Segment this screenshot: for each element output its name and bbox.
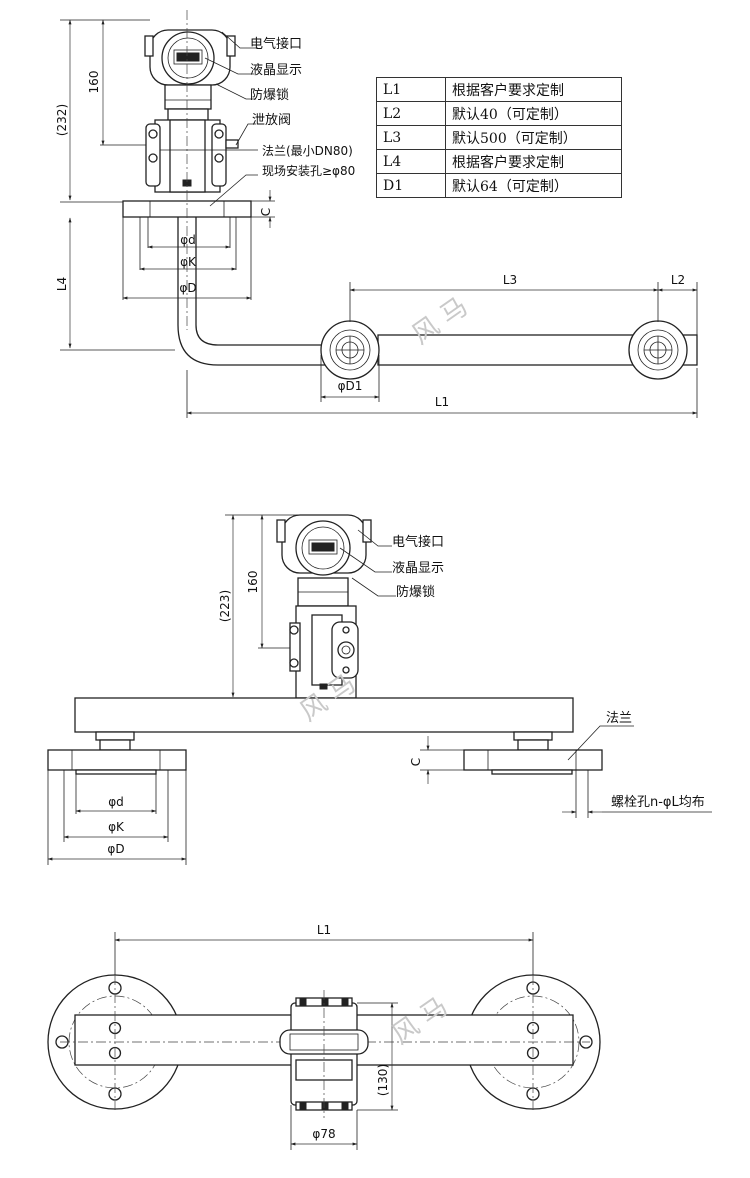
dim-label-height: (130)	[376, 1064, 390, 1096]
sensor-module	[145, 108, 239, 193]
spec-code: D1	[376, 173, 446, 198]
flange-left	[47, 731, 187, 775]
callout-lcd-display: 液晶显示	[250, 63, 302, 78]
dim-label-c: C	[259, 208, 273, 216]
dim-label-bigd: φD	[179, 281, 196, 295]
callout-flange: 法兰	[606, 711, 632, 726]
dim-label-height: 160	[87, 71, 101, 94]
spec-code: L2	[376, 101, 446, 126]
callout-explosion-proof-lock: 防爆锁	[396, 584, 435, 600]
spec-code: L3	[376, 125, 446, 150]
dim-label-d: φd	[180, 233, 196, 247]
callout-lcd-display: 液晶显示	[392, 561, 444, 576]
dim-label-l2: L2	[671, 273, 685, 287]
callouts-view-2: 电气接口 液晶显示 防爆锁 法兰	[339, 529, 634, 761]
callout-explosion-proof-lock: 防爆锁	[250, 87, 289, 103]
diaphragm-seal-left	[320, 320, 380, 380]
spec-desc: 根据客户要求定制	[445, 77, 622, 102]
sensor-module	[289, 605, 359, 699]
callouts-view-1: 电气接口 液晶显示 防爆锁 泄放阀 法兰(最小DN80) 现场安装孔≥φ80	[160, 31, 355, 207]
view-2-front-elevation: (223) 160	[47, 514, 712, 865]
diaphragm-seal-right	[628, 320, 688, 380]
dim-label-k: φK	[180, 255, 197, 269]
callout-bleed-valve: 泄放阀	[252, 113, 291, 128]
dim-label-l1: L1	[435, 395, 449, 409]
dim-label-d1: φD1	[338, 379, 363, 393]
callout-flange-min-dn80: 法兰(最小DN80)	[262, 144, 353, 158]
dim-label-l4: L4	[55, 277, 69, 291]
dim-label-c: C	[409, 758, 423, 766]
dim-label-d: φd	[108, 795, 124, 809]
transmitter-head	[276, 514, 372, 607]
dim-label-bigd: φD	[107, 842, 124, 856]
callout-mounting-hole: 现场安装孔≥φ80	[262, 163, 355, 178]
dim-label-height: 160	[246, 571, 260, 594]
flange-right	[463, 731, 603, 775]
spec-desc: 默认64（可定制）	[445, 173, 622, 198]
callout-electrical-interface: 电气接口	[392, 534, 444, 550]
dim-label-width: φ78	[312, 1127, 335, 1141]
transmitter-top	[279, 990, 369, 1118]
spec-desc: 默认40（可定制）	[445, 101, 622, 126]
dim-label-k: φK	[108, 820, 125, 834]
callout-bolt-holes: 螺栓孔n-φL均布	[611, 795, 705, 810]
transmitter-head	[144, 29, 236, 110]
spec-code: L4	[376, 149, 446, 174]
dim-label-total-height: (232)	[55, 104, 69, 136]
dim-label-total-height: (223)	[218, 590, 232, 622]
manifold-bar	[74, 697, 574, 733]
dim-label-l3: L3	[503, 273, 517, 287]
view-1-side-elevation: (232) 160 L4	[55, 10, 698, 418]
spec-desc: 根据客户要求定制	[445, 149, 622, 174]
callout-electrical-interface: 电气接口	[250, 36, 302, 52]
spec-desc: 默认500（可定制）	[445, 125, 622, 150]
view-3-top-view: L1	[47, 923, 601, 1150]
dim-label-l1: L1	[317, 923, 331, 937]
spec-code: L1	[376, 77, 446, 102]
